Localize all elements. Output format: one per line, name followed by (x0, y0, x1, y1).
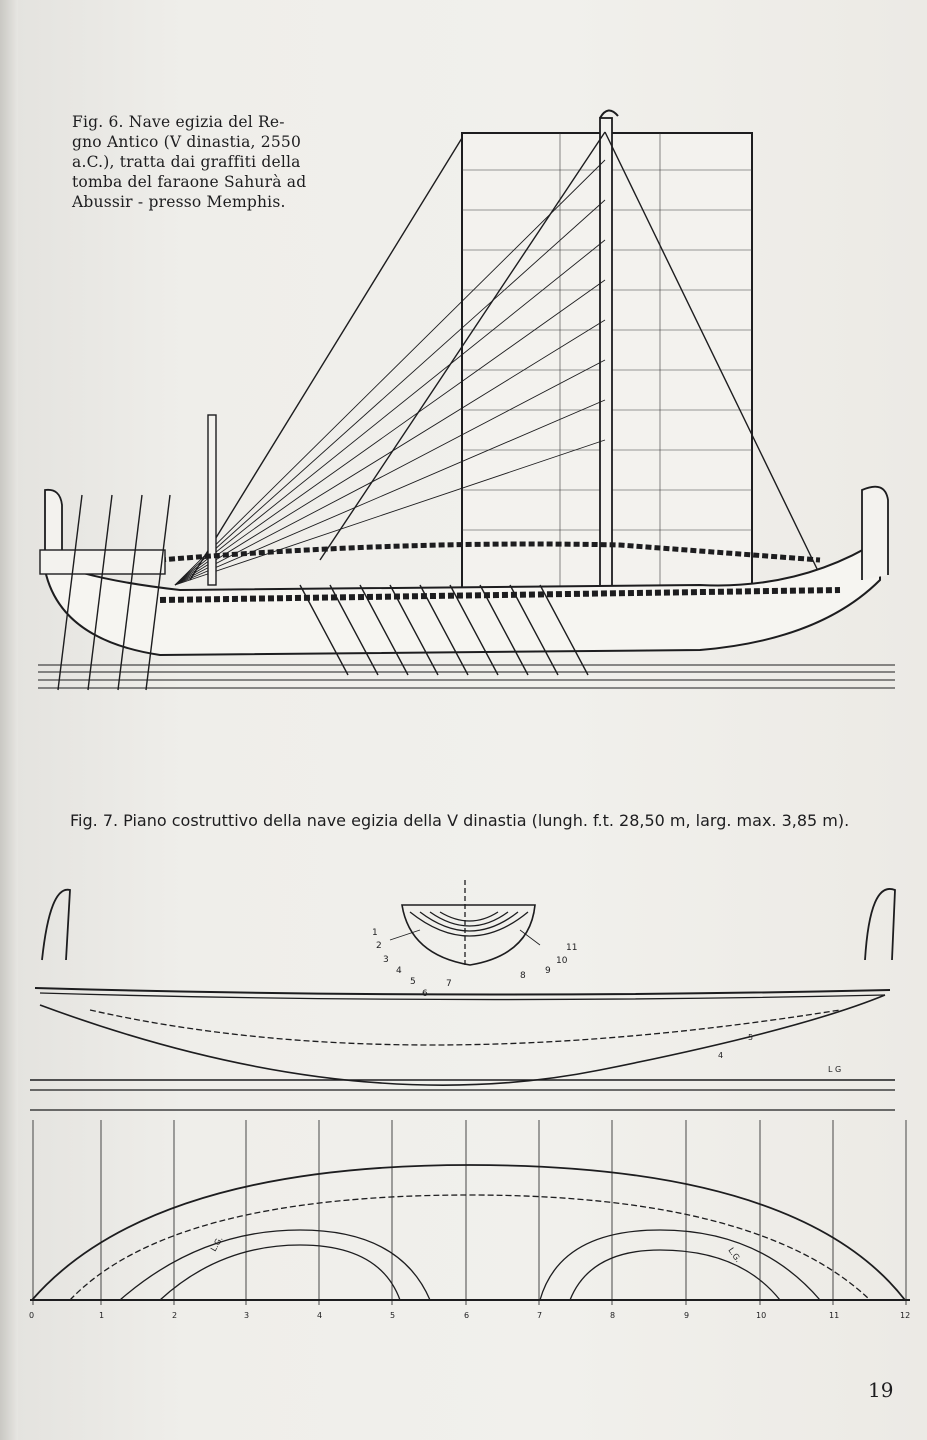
caption-line: a.C.), tratta dai graffiti della (72, 153, 301, 171)
station-number: 2 (172, 1311, 177, 1320)
section-number: 9 (545, 966, 551, 976)
profile-line-label: 4 (718, 1051, 723, 1060)
page-gutter (0, 0, 18, 1440)
section-number: 8 (520, 971, 526, 981)
station-number: 5 (390, 1311, 395, 1320)
station-number: 12 (900, 1311, 910, 1320)
station-lines (32, 1120, 907, 1305)
station-number: 10 (756, 1311, 766, 1320)
figure-6-ship-drawing (38, 109, 895, 691)
station-number: 3 (244, 1311, 249, 1320)
section-number: 5 (410, 977, 416, 987)
section-number: 10 (556, 956, 568, 966)
caption-line: tomba del faraone Sahurà ad (72, 173, 307, 191)
station-number: 4 (317, 1311, 322, 1320)
station-number: 7 (537, 1311, 542, 1320)
station-number: 8 (610, 1311, 615, 1320)
caption-line: Fig. 6. Nave egizia del Re- (72, 113, 285, 131)
hull-plan (30, 1164, 910, 1301)
page-number: 19 (868, 1378, 894, 1402)
plan-waterline-label: L.G. (209, 1235, 225, 1253)
station-numbers: 0 1 2 3 4 5 6 7 8 9 10 11 12 (29, 1311, 910, 1320)
station-number: 6 (464, 1311, 469, 1320)
section-number: 3 (383, 955, 389, 965)
section-number: 2 (376, 941, 382, 951)
caption-line: gno Antico (V dinastia, 2550 (72, 133, 302, 151)
caption-line: Abussir - presso Memphis. (72, 193, 286, 211)
station-number: 0 (29, 1311, 34, 1320)
hull-cross-section (389, 880, 541, 968)
waterline-label: L G (828, 1065, 841, 1074)
section-number: 4 (396, 966, 402, 976)
hull-profile (30, 888, 896, 1111)
figure-6-caption: Fig. 6. Nave egizia del Re- gno Antico (… (72, 112, 332, 212)
section-number: 7 (446, 979, 452, 989)
station-number: 1 (99, 1311, 104, 1320)
section-number: 11 (566, 943, 577, 953)
profile-line-label: 5 (748, 1033, 753, 1042)
station-number: 11 (829, 1311, 839, 1320)
section-number: 1 (372, 928, 378, 938)
station-number: 9 (684, 1311, 689, 1320)
figure-7-caption: Fig. 7. Piano costruttivo della nave egi… (70, 811, 850, 830)
